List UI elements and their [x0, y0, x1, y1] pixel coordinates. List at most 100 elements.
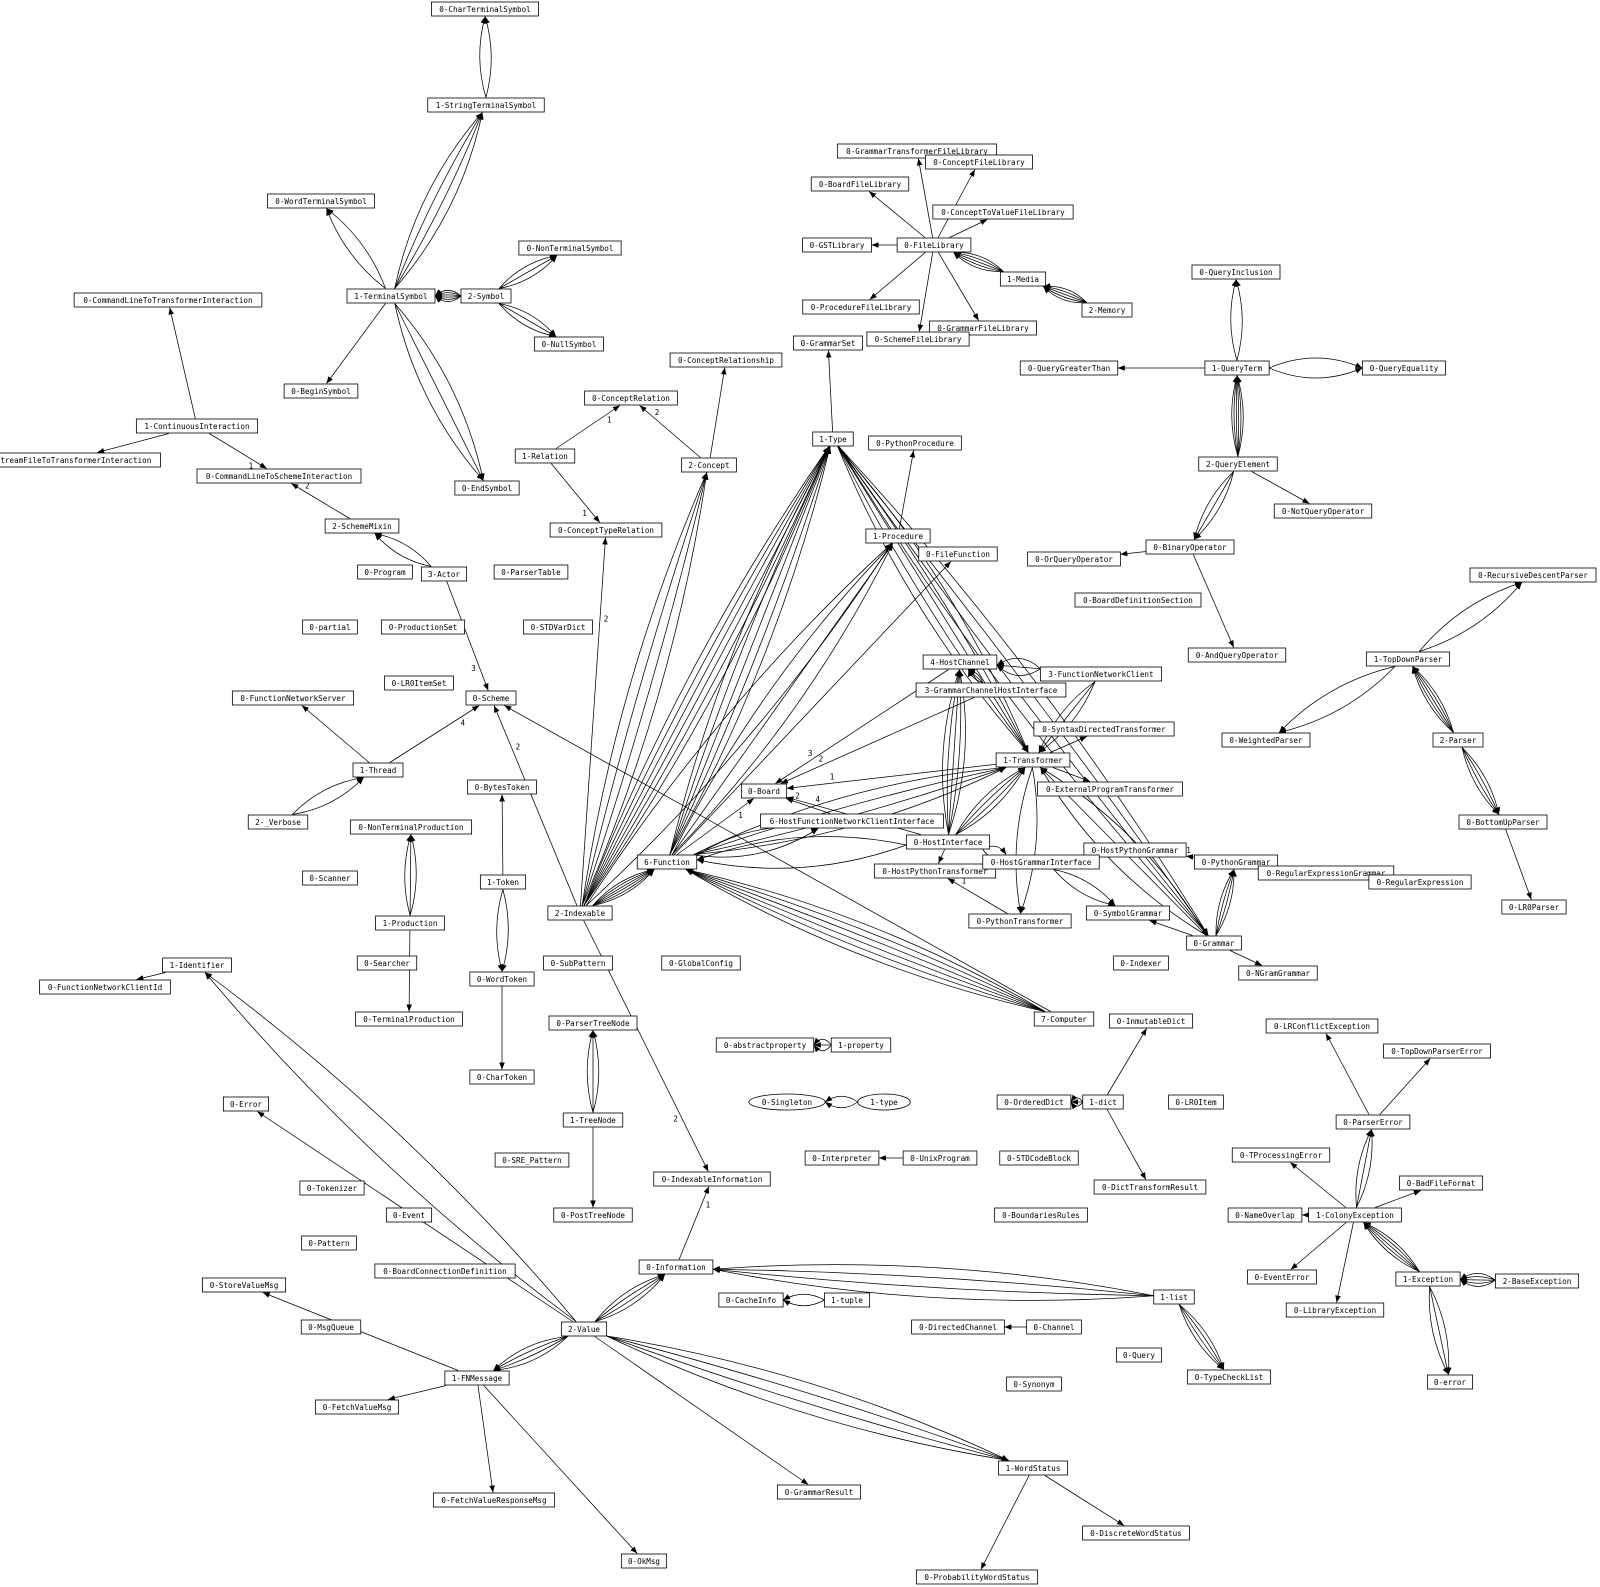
node-python-grammar: 0-PythonGrammar: [1193, 854, 1279, 870]
edge-exception-to-colony-exception: [1363, 1222, 1420, 1272]
node-label: 0-WeightedParser: [1229, 736, 1303, 745]
edge-string-terminal-symbol-to-char-terminal-symbol: [479, 16, 487, 98]
node-box: [283, 383, 359, 399]
edge-label: 2: [795, 792, 800, 801]
edge-function-to-host-function-network-client-interface: [696, 828, 819, 858]
node-box: [1026, 1319, 1082, 1335]
edge-function-network-client-to-host-channel: [996, 662, 1041, 670]
node-box: [932, 204, 1074, 220]
node-box: [1285, 1302, 1385, 1318]
edge-value-to-word-status: [606, 1335, 1009, 1461]
node-computer: 7-Computer: [1033, 1011, 1095, 1027]
edge-host-grammar-interface-to-symbol-grammar: [1053, 869, 1116, 906]
node-label: 0-GlobalConfig: [669, 959, 733, 968]
node-label: 0-GSTLibrary: [810, 241, 865, 250]
node-actor: 3-Actor: [420, 566, 468, 582]
node-external-program-transformer: 0-ExternalProgramTransformer: [1037, 781, 1183, 797]
node-box: [39, 979, 171, 995]
node-production-set: 0-ProductionSet: [380, 619, 466, 635]
node-box: [1494, 1273, 1580, 1289]
node-box: [620, 1553, 668, 1569]
edge-continuous-interaction-to-stream-file-to-transformer-interaction: [97, 433, 169, 454]
node-box: [1168, 1094, 1224, 1110]
node-lr0-item-set: 0-LR0ItemSet: [384, 675, 454, 691]
node-host-python-transformer: 0-HostPythonTransformer: [873, 863, 997, 879]
edge-media-to-file-library: [953, 252, 1004, 272]
node-label: 6-HostFunctionNetworkClientInterface: [770, 817, 935, 826]
edge-colony-exception-to-event-error: [1290, 1222, 1347, 1270]
node-transformer: 1-Transformer: [995, 752, 1071, 768]
edge-query-term-to-query-equality: [1268, 367, 1363, 379]
node-label: 0-TopDownParserError: [1391, 1047, 1483, 1056]
edge-file-library-to-concept-to-value-file-library: [949, 219, 988, 238]
node-indexable-information: 0-IndexableInformation: [653, 1171, 771, 1187]
node-label: 1-list: [1160, 1293, 1187, 1302]
edge-function-network-client-to-transformer: [1038, 681, 1096, 753]
edge-production-to-non-terminal-production: [408, 834, 414, 916]
edge-query-element-to-query-term: [1236, 375, 1244, 457]
node-box: [661, 955, 741, 971]
edge-information-to-indexable-information: [678, 1186, 710, 1260]
edge-query-element-to-query-term: [1231, 375, 1239, 457]
edge-query-element-to-query-term: [1233, 375, 1240, 457]
edge-grammar-to-python-grammar: [1215, 869, 1235, 936]
edge-indexable-to-function: [592, 868, 655, 906]
edge-production-to-non-terminal-production: [404, 834, 412, 916]
node-box: [247, 814, 309, 830]
node-box: [1033, 721, 1175, 737]
node-procedure-file-library: 0-ProcedureFileLibrary: [802, 299, 920, 315]
edge-host-interface-to-transformer: [955, 767, 1026, 835]
node-box: [222, 1096, 270, 1112]
node-label: 0-GrammarFileLibrary: [937, 324, 1029, 333]
node-scheme-file-library: 0-SchemeFileLibrary: [866, 331, 970, 347]
node-box: [994, 1207, 1088, 1223]
node-lrconflict-exception: 0-LRConflictException: [1265, 1018, 1379, 1034]
edge-word-status-to-probability-word-status: [980, 1475, 1030, 1570]
node-label: 0-partial: [309, 623, 350, 632]
node-label: 0-FileFunction: [926, 550, 990, 559]
node-grammar-file-library: 0-GrammarFileLibrary: [929, 320, 1037, 336]
node-label: 1-Media: [1007, 275, 1039, 284]
node-box: [918, 546, 998, 562]
node-box: [1238, 965, 1318, 981]
node-label: 2-Memory: [1089, 306, 1126, 315]
node-board-connection-definition: 0-BoardConnectionDefinition: [374, 1263, 516, 1279]
node-fetch-value-response-msg: 0-FetchValueResponseMsg: [432, 1492, 556, 1508]
edge-label: 1: [962, 877, 967, 886]
node-label: 0-QueryGreaterThan: [1028, 364, 1110, 373]
node-verbose: 2-_Verbose: [247, 814, 309, 830]
node-box: [494, 1152, 570, 1168]
edge-host-interface-to-host-python-transformer: [938, 849, 945, 864]
node-label: 0-UnixProgram: [910, 1154, 970, 1163]
edge-indexable-to-function: [592, 869, 655, 906]
node-stdvar-dict: 0-STDVarDict: [523, 619, 593, 635]
edge-indexable-to-type: [583, 446, 830, 906]
node-label: 1-ContinuousInteraction: [144, 422, 249, 431]
node-label: 0-PythonProcedure: [876, 439, 954, 448]
edge-label: 4: [461, 719, 466, 728]
node-concept-file-library: 0-ConceptFileLibrary: [925, 154, 1033, 170]
edge-top-down-parser-to-recursive-descent-parser: [1419, 582, 1523, 652]
node-box: [299, 1180, 365, 1196]
node-box: [201, 1277, 287, 1293]
node-lr0-item: 0-LR0Item: [1168, 1094, 1224, 1110]
edge-list-to-type-check-list: [1178, 1304, 1225, 1370]
node-query-greater-than: 0-QueryGreaterThan: [1019, 360, 1119, 376]
edge-indexable-to-type: [583, 446, 830, 906]
edge-parser-error-to-top-down-parser-error: [1379, 1058, 1431, 1115]
node-label: 1-Transformer: [1003, 756, 1063, 765]
edge-parser-to-top-down-parser: [1412, 666, 1454, 733]
node-box: [1361, 360, 1447, 376]
node-label: 2-QueryElement: [1206, 460, 1270, 469]
node-label: 2-Concept: [688, 461, 729, 470]
node-box: [715, 1037, 815, 1053]
node-label: 0-Board: [748, 787, 780, 796]
edge-terminal-symbol-to-word-terminal-symbol: [326, 208, 386, 289]
node-box: [73, 292, 263, 308]
node-inmutable-dict: 0-InmutableDict: [1108, 1013, 1194, 1029]
node-ngram-grammar: 0-NGramGrammar: [1238, 965, 1318, 981]
edge-transformer-to-python-transformer: [1015, 767, 1033, 914]
edge-top-down-parser-to-weighted-parser: [1279, 666, 1396, 734]
node-box: [836, 143, 998, 159]
